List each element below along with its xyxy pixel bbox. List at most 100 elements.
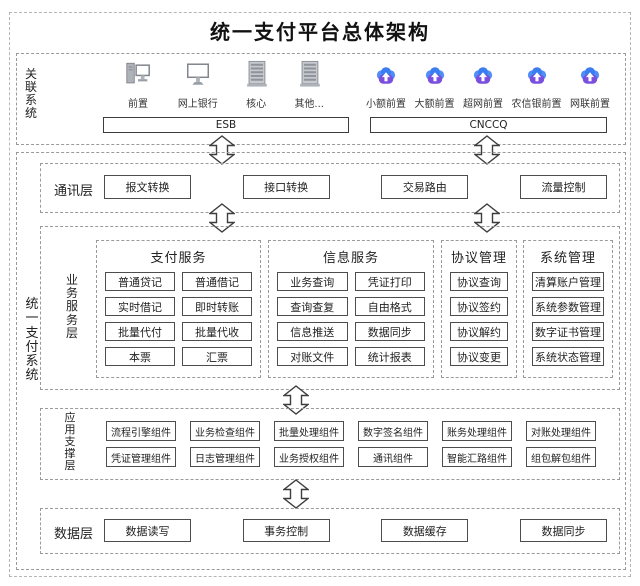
double-arrow-icon — [281, 385, 311, 415]
cloud-item: 网联前置 — [570, 65, 610, 110]
service-box: 协议解约 — [450, 322, 508, 341]
double-arrow-icon — [207, 135, 237, 165]
payment-services-column: 支付服务 普通贷记普通借记实时借记即时转账批量代付批量代收本票汇票 — [96, 240, 261, 378]
terminal-icon-row: 前置 网上银行 — [124, 60, 324, 110]
data-layer-items: 数据读写事务控制数据缓存数据同步 — [104, 519, 607, 542]
page-border — [9, 12, 631, 577]
service-box: 即时转账 — [182, 297, 252, 316]
double-arrow-icon — [281, 479, 311, 509]
cloud-item: 大额前置 — [415, 65, 455, 110]
desktop-computer-icon — [124, 61, 152, 92]
terminal-item: 核心 — [244, 60, 269, 110]
component-box: 业务检查组件 — [190, 421, 260, 441]
component-box: 批量处理组件 — [274, 421, 344, 441]
component-box: 日志管理组件 — [190, 447, 260, 467]
comm-service-box: 报文转换 — [104, 175, 191, 199]
comm-layer-box — [40, 163, 620, 213]
data-layer-label: 数据层 — [54, 527, 94, 542]
data-service-box: 事务控制 — [242, 519, 330, 542]
business-layer-label: 业务服务层 — [65, 273, 78, 340]
service-box: 系统参数管理 — [532, 297, 604, 316]
service-box: 业务查询 — [277, 272, 348, 291]
system-mgmt-column: 系统管理 清算账户管理系统参数管理数字证书管理系统状态管理 — [523, 240, 613, 378]
comm-layer-label: 通讯层 — [54, 184, 94, 199]
info-services-column: 信息服务 业务查询凭证打印查询查复自由格式信息推送数据同步对账文件统计报表 — [268, 240, 434, 378]
column-items: 协议查询协议签约协议解约协议变更 — [450, 272, 508, 366]
component-box: 流程引擎组件 — [106, 421, 176, 441]
service-box: 普通借记 — [182, 272, 252, 291]
app-layer-items: 流程引擎组件业务检查组件批量处理组件数字签名组件账务处理组件对账处理组件凭证管理… — [106, 421, 596, 467]
cloud-item: 超网前置 — [463, 65, 503, 110]
data-layer-box — [40, 508, 620, 554]
terminal-label: 前置 — [128, 99, 148, 110]
terminal-item: 网上银行 — [178, 61, 218, 110]
service-box: 汇票 — [182, 347, 252, 366]
mainframe-icon — [244, 60, 269, 92]
component-box: 账务处理组件 — [442, 421, 512, 441]
terminal-item: 其他... — [294, 60, 324, 110]
cloud-upload-icon — [471, 65, 495, 92]
agreement-mgmt-column: 协议管理 协议查询协议签约协议解约协议变更 — [441, 240, 517, 378]
cloud-label: 大额前置 — [414, 99, 455, 110]
component-box: 凭证管理组件 — [106, 447, 176, 467]
service-box: 协议查询 — [450, 272, 508, 291]
service-box: 实时借记 — [105, 297, 175, 316]
data-service-box: 数据同步 — [519, 519, 607, 542]
component-box: 组包解包组件 — [526, 447, 596, 467]
cloud-label: 小额前置 — [366, 99, 406, 110]
data-service-box: 数据缓存 — [381, 519, 469, 542]
service-box: 对账文件 — [277, 347, 348, 366]
service-box: 协议签约 — [450, 297, 508, 316]
cloud-upload-icon — [423, 65, 447, 92]
service-box: 普通贷记 — [105, 272, 175, 291]
comm-service-box: 接口转换 — [242, 175, 330, 199]
component-box: 智能汇路组件 — [442, 447, 512, 467]
column-items: 普通贷记普通借记实时借记即时转账批量代付批量代收本票汇票 — [105, 272, 252, 366]
business-layer-box — [40, 226, 620, 390]
terminal-label: 核心 — [246, 99, 267, 110]
terminal-item: 前置 — [124, 61, 152, 110]
column-items: 业务查询凭证打印查询查复自由格式信息推送数据同步对账文件统计报表 — [277, 272, 425, 366]
cloud-upload-icon — [374, 65, 398, 92]
related-systems-box — [16, 53, 626, 145]
cloud-label: 超网前置 — [463, 99, 503, 110]
related-systems-label: 关联系统 — [24, 67, 37, 120]
cloud-item: 小额前置 — [366, 65, 406, 110]
column-title: 支付服务 — [150, 251, 207, 266]
column-items: 清算账户管理系统参数管理数字证书管理系统状态管理 — [532, 272, 604, 366]
service-box: 本票 — [105, 347, 175, 366]
cloud-label: 网联前置 — [570, 99, 610, 110]
component-box: 通讯组件 — [358, 447, 428, 467]
cloud-item: 农信银前置 — [512, 65, 562, 110]
column-title: 信息服务 — [322, 251, 379, 266]
service-box: 数字证书管理 — [532, 322, 604, 341]
component-box: 数字签名组件 — [358, 421, 428, 441]
service-box: 数据同步 — [354, 322, 425, 341]
comm-layer-items: 报文转换接口转换交易路由流量控制 — [104, 175, 607, 199]
double-arrow-icon — [207, 203, 237, 233]
double-arrow-icon — [472, 203, 502, 233]
cloud-upload-icon — [578, 65, 602, 92]
app-layer-label: 应用支撑层 — [64, 411, 76, 473]
comm-service-box: 交易路由 — [381, 175, 469, 199]
cloud-label: 农信银前置 — [511, 99, 562, 110]
service-box: 自由格式 — [354, 297, 425, 316]
page-title: 统一支付平台总体架构 — [210, 20, 430, 44]
service-box: 协议变更 — [450, 347, 508, 366]
column-title: 系统管理 — [539, 251, 596, 266]
monitor-icon — [184, 61, 212, 92]
service-box: 批量代收 — [182, 322, 252, 341]
cnccq-bus: CNCCQ — [370, 117, 607, 133]
service-box: 系统状态管理 — [532, 347, 604, 366]
component-box: 对账处理组件 — [526, 421, 596, 441]
terminal-label: 网上银行 — [177, 99, 218, 110]
service-box: 查询查复 — [277, 297, 348, 316]
cloud-upload-icon — [525, 65, 549, 92]
service-box: 清算账户管理 — [532, 272, 604, 291]
esb-bus: ESB — [103, 117, 349, 133]
service-box: 凭证打印 — [354, 272, 425, 291]
service-box: 统计报表 — [354, 347, 425, 366]
payment-system-label: 统一支付系统 — [25, 297, 39, 384]
service-box: 批量代付 — [105, 322, 175, 341]
